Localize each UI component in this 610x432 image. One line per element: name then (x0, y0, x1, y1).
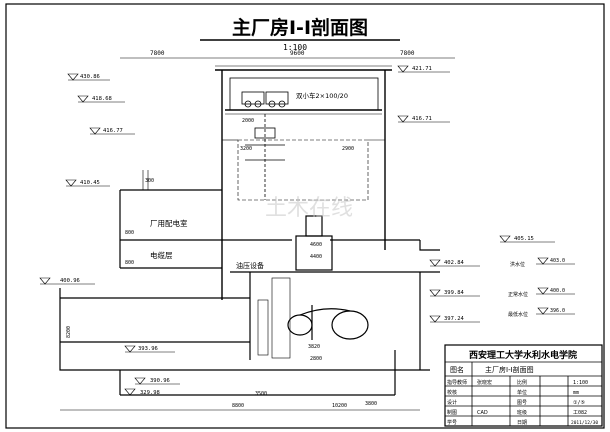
svg-text:学号: 学号 (447, 419, 457, 426)
dim-3800: 3800 (365, 401, 377, 407)
svg-text:制图: 制图 (447, 409, 457, 416)
svg-text:日期: 日期 (517, 420, 527, 426)
drawing-border (5, 3, 605, 429)
svg-text:洪水位: 洪水位 (510, 261, 525, 268)
svg-text:403.0: 403.0 (550, 258, 565, 264)
water-level-marker: 正常水位 400.0 (508, 287, 575, 298)
svg-text:CAD: CAD (477, 410, 488, 416)
svg-text:416.77: 416.77 (103, 128, 123, 134)
svg-text:校核: 校核 (447, 389, 457, 396)
svg-text:410.45: 410.45 (80, 180, 100, 186)
svg-text:430.86: 430.86 (80, 74, 100, 80)
svg-text:指导教师: 指导教师 (447, 379, 467, 386)
drawing-title: 主厂房Ⅰ-Ⅰ剖面图 (232, 16, 368, 39)
generator-floor (222, 215, 440, 273)
substructure (59, 272, 430, 396)
elevation-marker: 421.71 (397, 65, 450, 73)
elevation-marker: 430.86 (67, 73, 110, 81)
title-block-row: 设计 图号 ①/⑤ (447, 399, 585, 406)
water-level-marker: 洪水位 403.0 (510, 257, 575, 268)
svg-text:400.0: 400.0 (550, 288, 565, 294)
scale-label: 1:100 (283, 43, 307, 52)
elevation-marker: 329.98 (124, 388, 160, 396)
dim-top-left: 7800 (150, 50, 165, 57)
dim-4600: 4600 (310, 242, 322, 248)
watermark-text: 土木在线 (265, 196, 353, 221)
svg-text:402.84: 402.84 (444, 260, 465, 266)
svg-text:2011/12/30: 2011/12/30 (571, 420, 598, 426)
svg-text:399.84: 399.84 (444, 290, 465, 296)
elevation-markers-right: 421.71 416.71 405.15 402.84 399.84 397.2… (397, 65, 555, 323)
svg-text:397.24: 397.24 (444, 316, 465, 322)
svg-text:418.68: 418.68 (92, 96, 112, 102)
elevation-marker: 402.84 (429, 259, 480, 267)
elevation-marker: 399.84 (429, 289, 480, 297)
svg-text:1:100: 1:100 (573, 380, 588, 386)
crane-label: 双小车2×100/20 (296, 91, 348, 100)
school-name: 西安理工大学水利水电学院 (469, 349, 577, 361)
dim-2800: 2800 (310, 356, 322, 362)
elevation-marker: 397.24 (429, 315, 480, 323)
svg-text:329.98: 329.98 (140, 390, 160, 396)
dim-top-mid: 9600 (290, 50, 305, 57)
crane (241, 91, 289, 200)
dim-top-right: 7800 (400, 50, 415, 57)
svg-text:mm: mm (573, 390, 579, 396)
svg-text:正常水位: 正常水位 (508, 291, 528, 298)
svg-text:①/⑤: ①/⑤ (573, 400, 585, 406)
title-block (444, 344, 603, 427)
elevation-marker: 405.15 (499, 235, 555, 243)
svg-text:单位: 单位 (517, 389, 527, 396)
svg-text:班级: 班级 (517, 409, 527, 416)
elevation-marker: 393.96 (124, 345, 175, 353)
dim-3200: 3200 (240, 146, 252, 152)
svg-text:416.71: 416.71 (412, 116, 432, 122)
water-level-marker: 最低水位 396.0 (508, 307, 575, 318)
dim-2000: 2000 (242, 118, 254, 124)
elevation-marker: 400.96 (39, 277, 95, 285)
dim-10200: 10200 (332, 403, 347, 409)
annex-building (119, 170, 222, 269)
elevation-marker: 416.71 (397, 115, 450, 123)
dim-300: 300 (145, 178, 154, 184)
svg-text:比例: 比例 (517, 379, 527, 386)
svg-text:张晓宏: 张晓宏 (477, 379, 492, 386)
elevation-markers-left: 430.86 418.68 416.77 410.45 400.96 393.9… (39, 73, 180, 396)
drawing-name: 主厂房Ⅰ-Ⅰ剖面图 (485, 365, 534, 374)
dim-3820: 3820 (308, 344, 320, 350)
svg-text:405.15: 405.15 (514, 236, 534, 242)
dim-2900: 2900 (342, 146, 354, 152)
oil-equipment-label: 油压设备 (236, 261, 264, 270)
title-block-row: 学号 日期 2011/12/30 (447, 419, 598, 426)
title-block-row: 指导教师 张晓宏 比例 1:100 (447, 379, 588, 386)
svg-text:最低水位: 最低水位 (508, 311, 528, 318)
elevation-marker: 390.96 (134, 377, 180, 385)
svg-text:图号: 图号 (517, 400, 527, 406)
elevation-marker: 416.77 (89, 127, 135, 135)
dim-4400: 4400 (310, 254, 322, 260)
elevation-marker: 418.68 (77, 95, 125, 103)
svg-text:设计: 设计 (447, 399, 457, 406)
dim-8800: 8800 (232, 403, 244, 409)
svg-text:390.96: 390.96 (150, 378, 170, 384)
drawing-name-label: 图名 (450, 365, 464, 374)
dim-3500: 3500 (255, 391, 267, 397)
svg-text:396.0: 396.0 (550, 308, 565, 314)
svg-text:400.96: 400.96 (60, 278, 80, 284)
elevation-marker: 410.45 (65, 179, 110, 187)
svg-text:工082: 工082 (573, 410, 587, 416)
title-block-row: 校核 单位 mm (447, 389, 579, 396)
switch-room-label: 厂用配电室 (150, 218, 188, 228)
svg-text:393.96: 393.96 (138, 346, 158, 352)
water-levels: 洪水位 403.0 正常水位 400.0 最低水位 396.0 (508, 257, 575, 318)
dim-800-a: 800 (125, 230, 134, 236)
dim-800-b: 800 (125, 260, 134, 266)
dim-8200: 8200 (66, 326, 72, 338)
title-block-row: 制图 CAD 班级 工082 (447, 409, 587, 416)
superstructure (215, 65, 392, 300)
cable-layer-label: 电缆层 (150, 250, 173, 260)
svg-text:421.71: 421.71 (412, 66, 432, 72)
